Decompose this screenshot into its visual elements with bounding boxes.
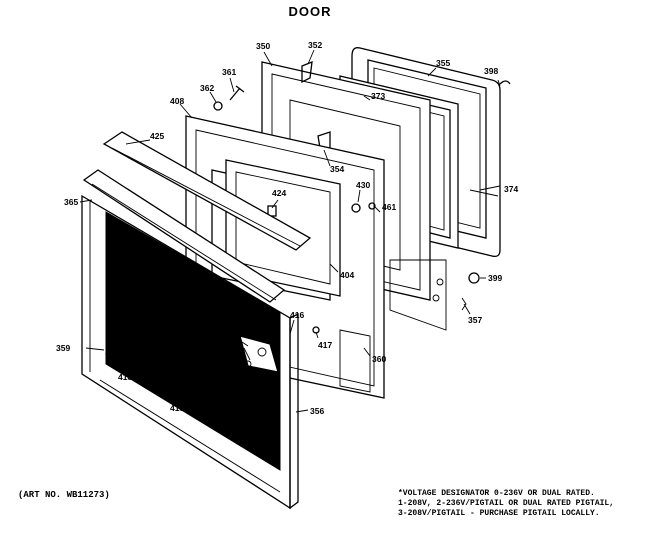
callout-352: 352 xyxy=(308,40,322,50)
screw-430-icon xyxy=(351,203,361,213)
callout-362: 362 xyxy=(200,83,214,93)
callout-366: 366 xyxy=(226,342,240,352)
callout-416: 416 xyxy=(290,310,304,320)
callout-361: 361 xyxy=(222,67,236,77)
callout-417: 417 xyxy=(318,340,332,350)
voltage-note-line: *VOLTAGE DESIGNATOR 0-236V OR DUAL RATED… xyxy=(398,489,595,498)
callout-374: 374 xyxy=(504,184,518,194)
callout-357: 357 xyxy=(468,315,482,325)
voltage-note-line: 1-208V, 2-236V/PIGTAIL OR DUAL RATED PIG… xyxy=(398,499,615,508)
callout-360: 360 xyxy=(372,354,386,364)
voltage-note: *VOLTAGE DESIGNATOR 0-236V OR DUAL RATED… xyxy=(398,489,648,519)
hinge-422 xyxy=(239,335,279,373)
callout-354: 354 xyxy=(330,164,344,174)
callout-461: 461 xyxy=(382,202,396,212)
top-trim-425 xyxy=(102,131,312,251)
callout-418-b: 418 xyxy=(170,403,184,413)
callout-373: 373 xyxy=(371,91,385,101)
clip-398-icon xyxy=(499,80,511,85)
leader-lines xyxy=(79,49,501,413)
callout-424: 424 xyxy=(272,188,286,198)
callout-359: 359 xyxy=(56,343,70,353)
screw-361-icon xyxy=(229,85,245,101)
callout-356: 356 xyxy=(310,406,324,416)
callout-408: 408 xyxy=(170,96,184,106)
callout-labels: 350 352 355 398 361 362 373 408 425 354 … xyxy=(56,40,518,416)
art-number: (ART NO. WB11273) xyxy=(18,490,110,500)
callout-355: 355 xyxy=(436,58,450,68)
voltage-note-line: 3-208V/PIGTAIL - PURCHASE PIGTAIL LOCALL… xyxy=(398,509,600,518)
screw-362-icon xyxy=(213,101,223,111)
callout-425: 425 xyxy=(150,131,164,141)
callout-365: 365 xyxy=(64,197,78,207)
callout-422: 422 xyxy=(236,329,250,339)
diagram-title: DOOR xyxy=(288,4,332,19)
callout-399: 399 xyxy=(488,273,502,283)
door-handle-365 xyxy=(82,169,286,303)
spring-357-icon xyxy=(461,297,467,311)
callout-350: 350 xyxy=(256,41,270,51)
callout-404: 404 xyxy=(340,270,354,280)
callout-398: 398 xyxy=(484,66,498,76)
side-strip-356 xyxy=(289,312,299,510)
callout-430: 430 xyxy=(356,180,370,190)
callout-418-a: 418 xyxy=(118,372,132,382)
screw-461-icon xyxy=(368,202,376,210)
grommet-399-icon xyxy=(468,272,480,284)
